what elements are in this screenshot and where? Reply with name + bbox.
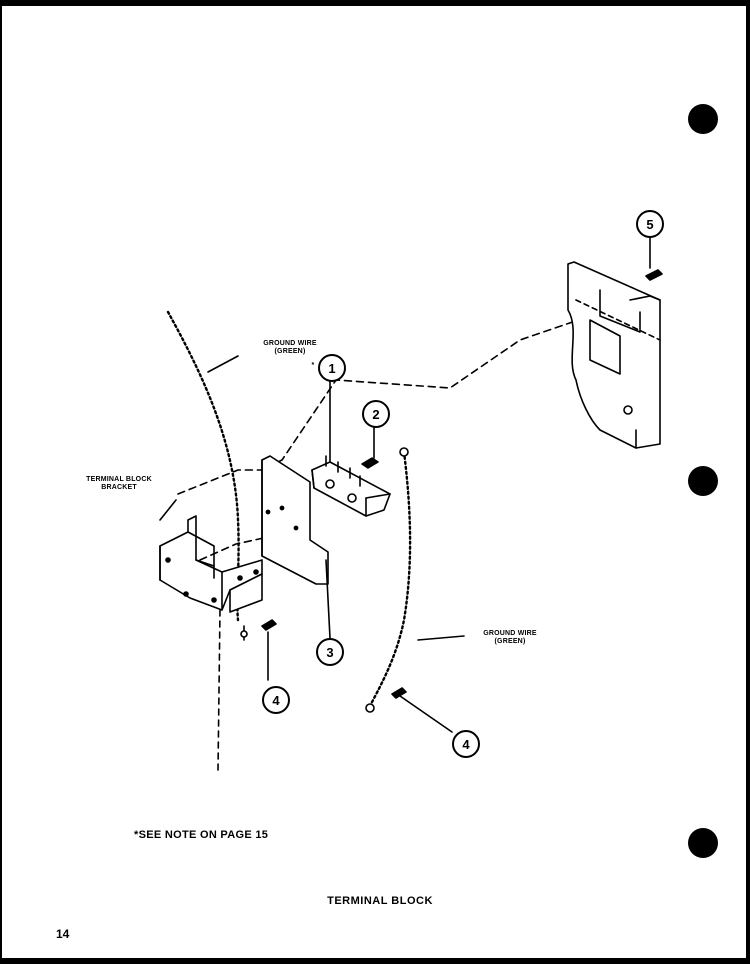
callout-5: 5 — [636, 210, 664, 238]
callout-1: 1 — [318, 354, 346, 382]
figure-caption: TERMINAL BLOCK — [327, 895, 433, 907]
label-ground-wire-right: GROUND WIRE (GREEN) — [483, 630, 537, 645]
dashed-guide-vertical — [217, 609, 221, 771]
ground-wire-right — [368, 450, 412, 708]
callout-4b: 4 — [452, 730, 480, 758]
callout-3: 3 — [316, 638, 344, 666]
callout-4a: 4 — [262, 686, 290, 714]
label-asterisk: * — [311, 362, 315, 369]
callout-2: 2 — [362, 400, 390, 428]
binder-hole-2 — [688, 466, 718, 496]
binder-hole-3 — [688, 828, 718, 858]
dashed-guide-assembly — [177, 315, 591, 495]
note-see-page-15: *SEE NOTE ON PAGE 15 — [134, 829, 269, 841]
label-terminal-block-bracket: TERMINAL BLOCK BRACKET — [86, 476, 152, 491]
screw-4b-shape — [391, 687, 407, 699]
page-number: 14 — [56, 927, 70, 941]
screw-5-shape — [645, 269, 663, 281]
label-ground-wire-top: GROUND WIRE (GREEN) — [263, 340, 317, 355]
cabinet-corner-shape — [567, 261, 661, 449]
screw-2-shape — [361, 457, 379, 469]
screw-4a-shape — [240, 619, 277, 641]
drawing-sheet — [2, 6, 746, 958]
terminal-block-shape — [311, 455, 391, 517]
mounting-plate-shape — [261, 455, 329, 585]
binder-hole-1 — [688, 104, 718, 134]
terminal-block-bracket-shape — [159, 515, 263, 613]
